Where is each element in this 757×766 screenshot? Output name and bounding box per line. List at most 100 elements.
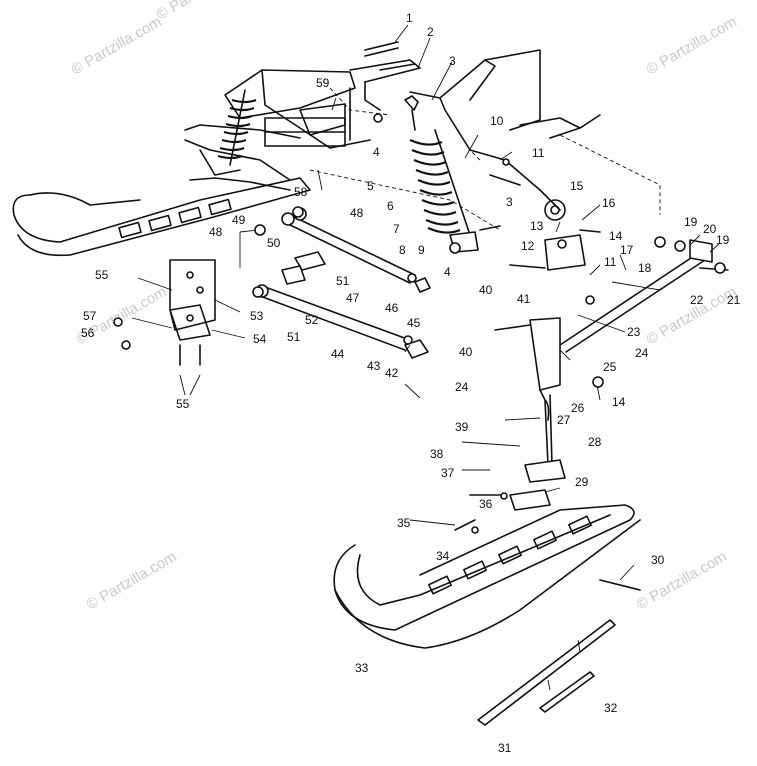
main-ski bbox=[333, 504, 641, 649]
callout-2: 2 bbox=[427, 25, 434, 39]
callout-4: 4 bbox=[373, 145, 380, 159]
callout-51: 51 bbox=[336, 274, 350, 288]
bolt bbox=[479, 225, 501, 231]
callout-39: 39 bbox=[455, 420, 469, 434]
callout-46: 46 bbox=[385, 301, 399, 315]
wear-bars bbox=[477, 619, 616, 726]
washer bbox=[585, 295, 595, 305]
callout-13: 13 bbox=[530, 219, 544, 233]
watermark: © Partzilla.com bbox=[634, 548, 730, 613]
washer bbox=[252, 286, 264, 298]
callout-labels: 1 2 3 3 4 4 5 6 7 8 9 10 11 11 12 13 14 … bbox=[81, 11, 741, 755]
fasteners bbox=[113, 113, 726, 534]
right-shock-absorber bbox=[404, 95, 479, 253]
callout-42: 42 bbox=[385, 366, 399, 380]
leader-lines bbox=[131, 24, 721, 581]
callout-30: 30 bbox=[651, 553, 665, 567]
callout-11: 11 bbox=[604, 255, 617, 269]
callout-24: 24 bbox=[455, 380, 469, 394]
callout-58: 58 bbox=[294, 185, 308, 199]
ski-saddle bbox=[509, 489, 551, 511]
callout-22: 22 bbox=[690, 293, 704, 307]
callout-14: 14 bbox=[612, 395, 626, 409]
bolt bbox=[454, 519, 476, 531]
bolt bbox=[379, 63, 416, 71]
bolt bbox=[509, 264, 546, 269]
watermark: © Partzilla.com bbox=[154, 0, 250, 23]
callout-4: 4 bbox=[444, 265, 451, 279]
callout-1: 1 bbox=[406, 11, 413, 25]
callout-15: 15 bbox=[570, 179, 584, 193]
callout-28: 28 bbox=[588, 435, 602, 449]
callout-16: 16 bbox=[602, 196, 616, 210]
callout-50: 50 bbox=[267, 236, 281, 250]
nut bbox=[714, 262, 726, 274]
cotter-pin bbox=[471, 526, 479, 534]
callout-51: 51 bbox=[287, 330, 301, 344]
callout-37: 37 bbox=[441, 466, 455, 480]
bolt-head bbox=[113, 317, 123, 327]
callout-19: 19 bbox=[684, 215, 698, 229]
callout-7: 7 bbox=[393, 222, 400, 236]
callout-55: 55 bbox=[95, 268, 109, 282]
callout-48: 48 bbox=[209, 225, 223, 239]
callout-31: 31 bbox=[498, 741, 512, 755]
callout-25: 25 bbox=[603, 360, 617, 374]
chassis-left bbox=[184, 69, 371, 191]
callout-8: 8 bbox=[399, 243, 406, 257]
callout-47: 47 bbox=[346, 291, 360, 305]
washer bbox=[654, 236, 666, 248]
steering-bracket bbox=[469, 149, 586, 271]
bushing bbox=[292, 206, 304, 218]
washer bbox=[403, 335, 413, 345]
watermark: © Partzilla.com bbox=[69, 13, 165, 78]
callout-17: 17 bbox=[620, 243, 634, 257]
mounting-bracket bbox=[169, 259, 216, 366]
callout-3: 3 bbox=[506, 195, 513, 209]
callout-6: 6 bbox=[387, 199, 394, 213]
left-shock-absorber bbox=[217, 89, 257, 166]
nut bbox=[502, 158, 510, 166]
callout-48: 48 bbox=[350, 206, 364, 220]
callout-32: 32 bbox=[604, 701, 618, 715]
callout-23: 23 bbox=[627, 325, 641, 339]
callout-40: 40 bbox=[459, 345, 473, 359]
callout-29: 29 bbox=[575, 475, 589, 489]
callout-53: 53 bbox=[250, 309, 264, 323]
callout-41: 41 bbox=[517, 292, 531, 306]
watermark: © Partzilla.com bbox=[84, 548, 180, 613]
callout-57: 57 bbox=[83, 309, 97, 323]
callout-49: 49 bbox=[232, 213, 246, 227]
left-ski bbox=[12, 177, 311, 257]
bolt bbox=[364, 41, 399, 57]
nut bbox=[373, 113, 383, 123]
callout-45: 45 bbox=[407, 316, 421, 330]
nut bbox=[121, 340, 131, 350]
callout-33: 33 bbox=[355, 661, 369, 675]
callout-12: 12 bbox=[521, 239, 535, 253]
callout-26: 26 bbox=[571, 401, 585, 415]
bushing bbox=[674, 240, 686, 252]
callout-11: 11 bbox=[532, 146, 545, 160]
callout-52: 52 bbox=[305, 313, 319, 327]
callout-5: 5 bbox=[367, 179, 374, 193]
nut bbox=[592, 376, 604, 388]
callout-55: 55 bbox=[176, 397, 190, 411]
callout-10: 10 bbox=[490, 114, 504, 128]
watermark: © Partzilla.com bbox=[644, 13, 740, 78]
callout-34: 34 bbox=[436, 549, 450, 563]
callout-56: 56 bbox=[81, 326, 95, 340]
callout-3: 3 bbox=[449, 54, 456, 68]
callout-9: 9 bbox=[418, 243, 425, 257]
bushing bbox=[281, 265, 306, 285]
callout-38: 38 bbox=[430, 447, 444, 461]
callout-59: 59 bbox=[316, 76, 330, 90]
callout-24: 24 bbox=[635, 346, 649, 360]
callout-40: 40 bbox=[479, 283, 493, 297]
nut bbox=[254, 224, 266, 236]
callout-19: 19 bbox=[716, 233, 730, 247]
bolt bbox=[579, 229, 601, 233]
bolt bbox=[494, 324, 531, 331]
